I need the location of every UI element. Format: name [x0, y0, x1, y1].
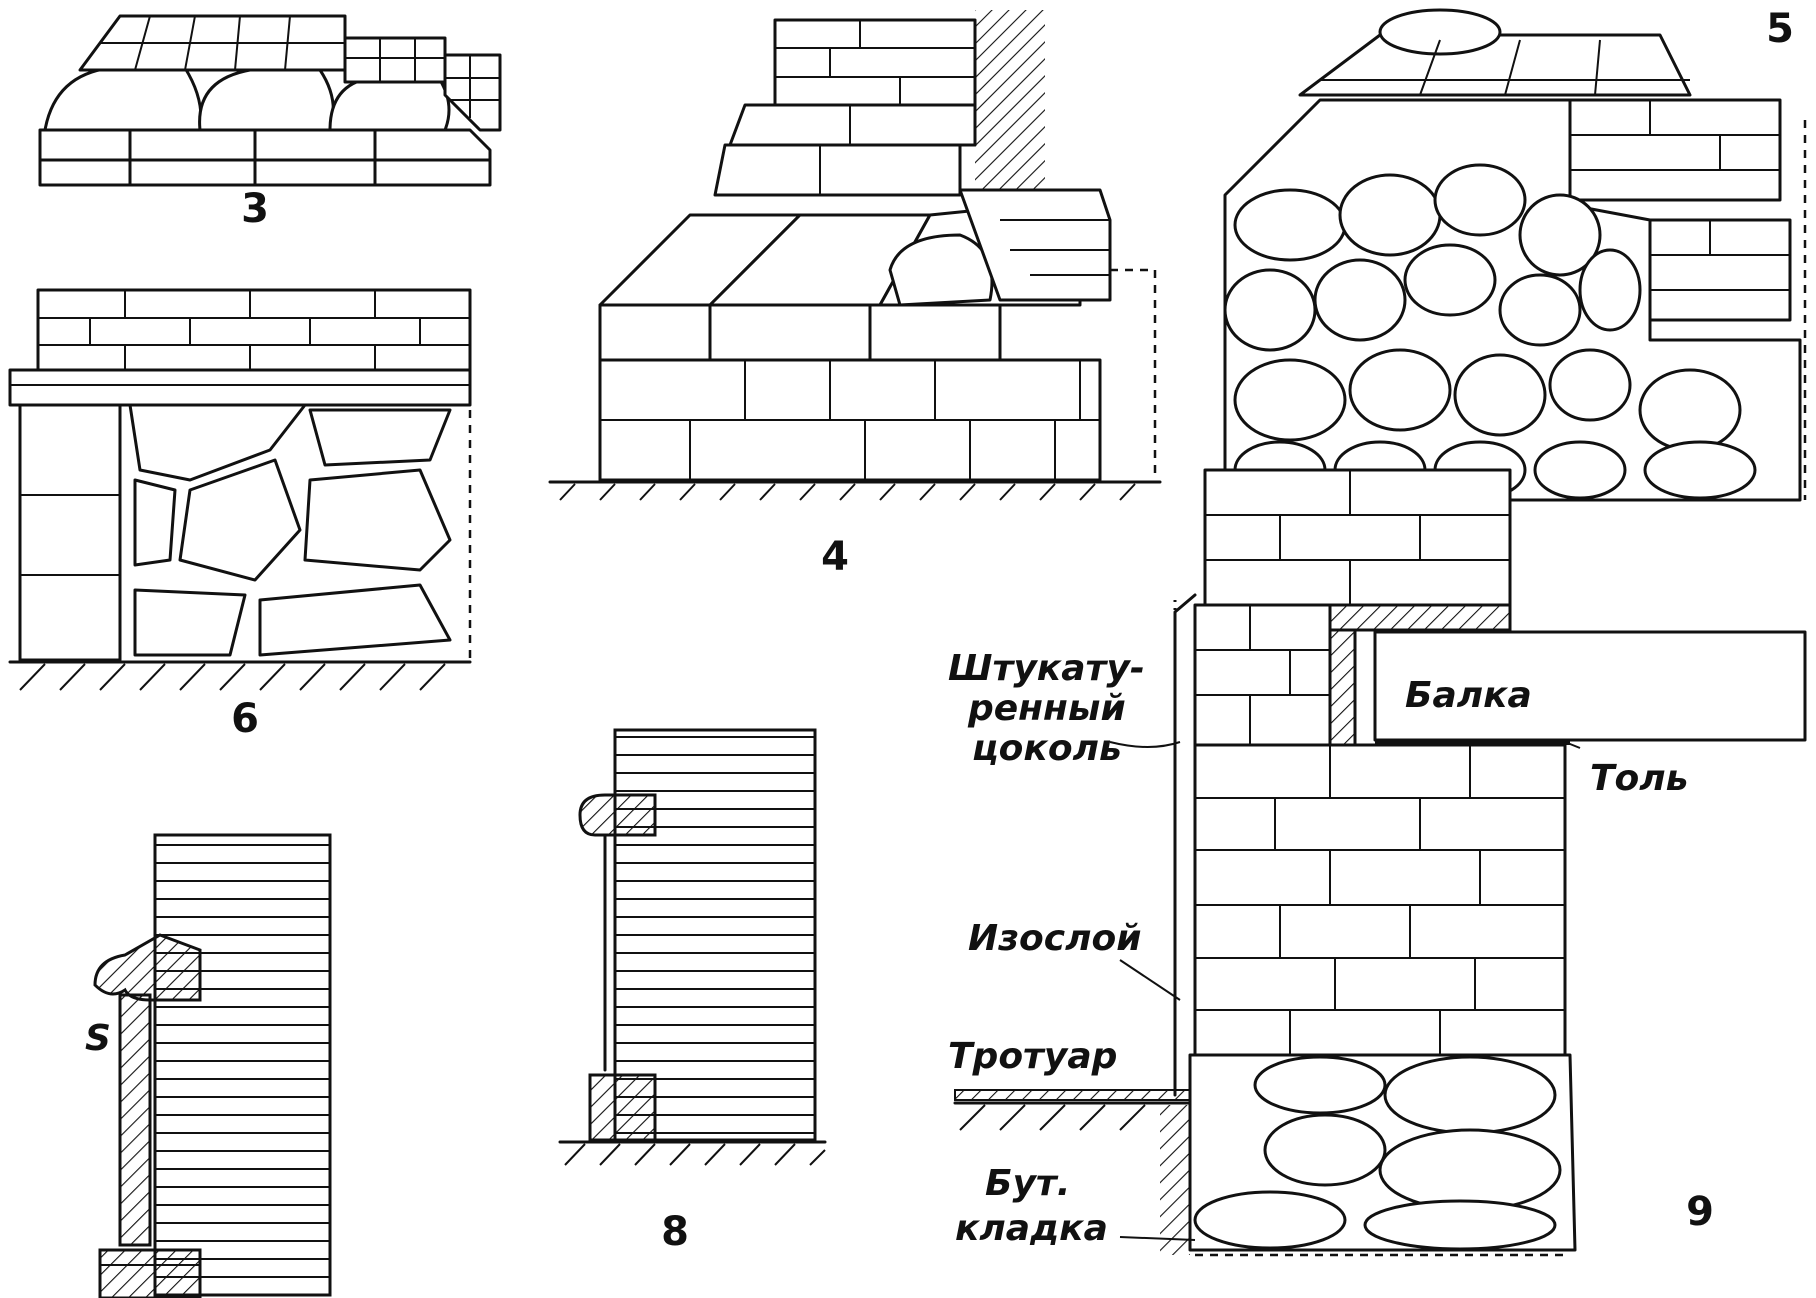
figure-9-drawing	[953, 468, 1807, 1257]
label-sidewalk: Тротуар	[948, 1036, 1117, 1077]
figure-4-drawing	[548, 10, 1162, 501]
figure-8-number: 8	[661, 1209, 689, 1255]
label-rubble-line1: Бут.	[985, 1163, 1070, 1204]
label-insulation: Изослой	[968, 918, 1141, 959]
figure-4-number: 4	[821, 534, 849, 580]
label-plinth-line1: Штукату-	[948, 648, 1145, 689]
figure-3-number: 3	[241, 186, 269, 232]
label-rubble-line2: кладка	[955, 1208, 1108, 1249]
label-plinth-line3: цоколь	[972, 728, 1122, 769]
figure-7-mark: S	[85, 1018, 111, 1059]
label-plinth-line2: ренный	[967, 688, 1126, 729]
figure-5-drawing	[1223, 8, 1807, 502]
figure-5-number: 5	[1766, 6, 1794, 52]
figure-9-number: 9	[1686, 1189, 1714, 1235]
figure-8-drawing	[558, 728, 827, 1166]
label-tol: Толь	[1590, 758, 1688, 799]
figure-7-drawing	[93, 833, 332, 1298]
figure-6-drawing	[8, 288, 472, 691]
figure-6-number: 6	[231, 696, 259, 742]
label-beam: Балка	[1405, 675, 1532, 716]
figure-3-drawing	[38, 14, 502, 187]
